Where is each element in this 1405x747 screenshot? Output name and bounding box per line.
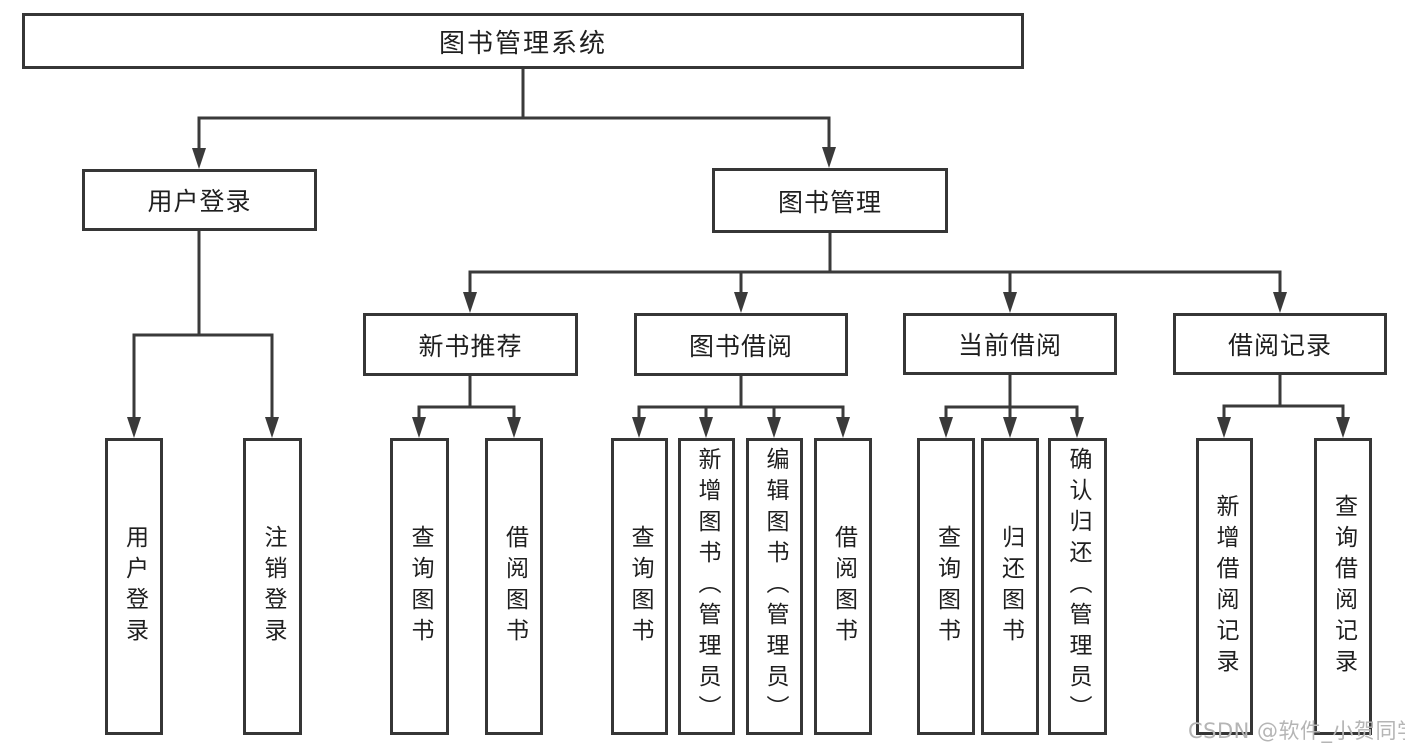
leaf-return-books: 归还图书	[981, 438, 1039, 735]
node-user-login: 用户登录	[82, 169, 317, 231]
leaf-label: 查询图书	[627, 524, 653, 649]
node-book-borrowing: 图书借阅	[634, 313, 848, 376]
leaf-label: 查询图书	[407, 524, 433, 649]
leaf-label: 新增借阅记录	[1212, 493, 1238, 680]
leaf-borrow-books-recommend: 借阅图书	[485, 438, 543, 735]
leaf-label: 查询图书	[933, 524, 960, 649]
node-label: 借阅记录	[1227, 331, 1332, 360]
leaf-query-books-recommend: 查询图书	[390, 438, 449, 735]
leaf-logout: 注销登录	[243, 438, 302, 735]
node-book-management: 图书管理	[712, 168, 948, 233]
leaf-user-login: 用户登录	[105, 438, 163, 735]
node-label: 图书管理	[777, 187, 882, 217]
watermark: CSDN @软件_小贺同学	[1188, 719, 1405, 743]
leaf-label: 借阅图书	[501, 524, 528, 649]
leaf-label: 确认归还（管理员）	[1065, 447, 1091, 726]
leaf-add-book-admin: 新增图书（管理员）	[678, 438, 735, 735]
leaf-label: 注销登录	[260, 524, 286, 649]
leaf-add-borrow-record: 新增借阅记录	[1196, 438, 1253, 735]
leaf-edit-book-admin: 编辑图书（管理员）	[746, 438, 803, 735]
node-label: 新书推荐	[418, 331, 523, 361]
node-current-borrowing: 当前借阅	[903, 313, 1117, 375]
leaf-label: 用户登录	[121, 524, 148, 649]
leaf-label: 查询借阅记录	[1330, 493, 1357, 680]
leaf-label: 编辑图书（管理员）	[762, 447, 788, 726]
leaf-borrow-books: 借阅图书	[814, 438, 872, 735]
node-borrowing-records: 借阅记录	[1173, 313, 1387, 375]
node-label: 图书管理系统	[438, 28, 607, 59]
node-library-management-system: 图书管理系统	[22, 13, 1024, 69]
leaf-query-books-borrow: 查询图书	[611, 438, 668, 735]
leaf-query-borrow-record: 查询借阅记录	[1314, 438, 1372, 735]
node-new-book-recommendation: 新书推荐	[363, 313, 578, 376]
leaf-label: 借阅图书	[830, 524, 857, 649]
leaf-confirm-return-admin: 确认归还（管理员）	[1048, 438, 1107, 735]
leaf-label: 归还图书	[997, 524, 1024, 649]
node-label: 当前借阅	[957, 331, 1062, 360]
node-label: 用户登录	[147, 187, 252, 216]
leaf-query-books-current: 查询图书	[917, 438, 975, 735]
leaf-label: 新增图书（管理员）	[694, 447, 720, 726]
node-label: 图书借阅	[688, 331, 793, 361]
